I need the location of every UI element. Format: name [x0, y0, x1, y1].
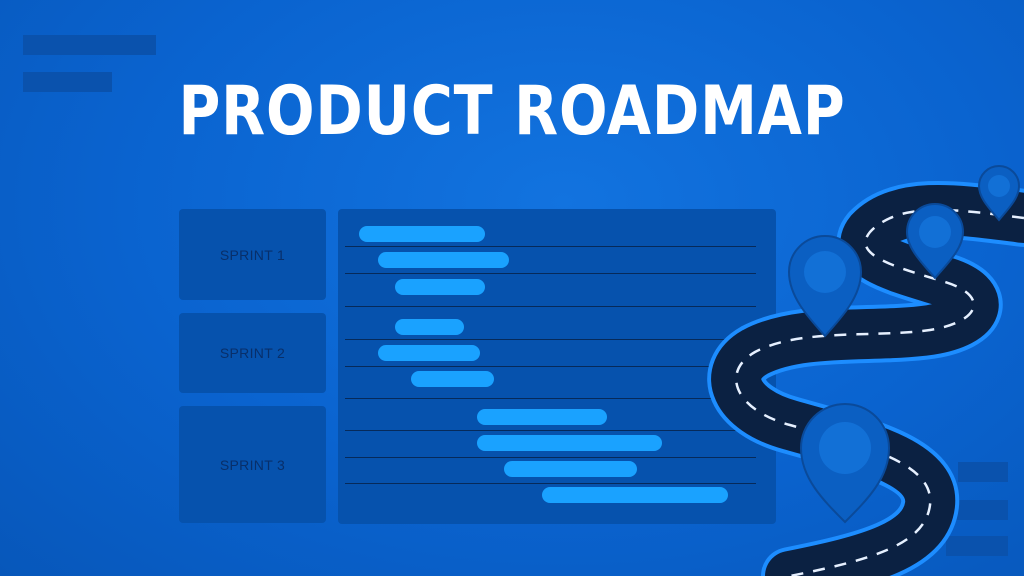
page-title: PRODUCT ROADMAP [178, 72, 846, 151]
decorative-bar [23, 35, 156, 55]
row-divider [345, 398, 756, 399]
task-bar [542, 487, 728, 503]
task-bar [411, 371, 494, 387]
row-divider [345, 483, 756, 484]
task-bar [504, 461, 637, 477]
task-bar [395, 319, 464, 335]
row-divider [345, 306, 756, 307]
row-divider [345, 246, 756, 247]
sprint-label-box: SPRINT 2 [179, 313, 326, 393]
map-pin-icon [977, 165, 1021, 222]
map-pin-icon [799, 403, 891, 524]
sprint-label: SPRINT 1 [219, 246, 286, 263]
task-bar [477, 409, 607, 425]
sprint-label: SPRINT 2 [219, 345, 286, 361]
task-bar [477, 435, 662, 451]
task-bar [378, 252, 509, 268]
row-divider [345, 366, 756, 367]
row-divider [345, 430, 756, 431]
map-pin-icon [787, 235, 863, 338]
row-divider [345, 339, 756, 340]
row-divider [345, 273, 756, 274]
row-divider [345, 457, 756, 458]
sprint-label: SPRINT 3 [219, 456, 286, 473]
decorative-bar [946, 536, 1008, 556]
map-pin-icon [905, 203, 965, 280]
sprint-label-box: SPRINT 3 [179, 406, 326, 523]
task-bar [378, 345, 480, 361]
decorative-bar [23, 72, 112, 92]
task-bar [395, 279, 485, 295]
task-bar [359, 226, 485, 242]
sprint-label-box: SPRINT 1 [179, 209, 326, 300]
decorative-bar [958, 462, 1008, 482]
